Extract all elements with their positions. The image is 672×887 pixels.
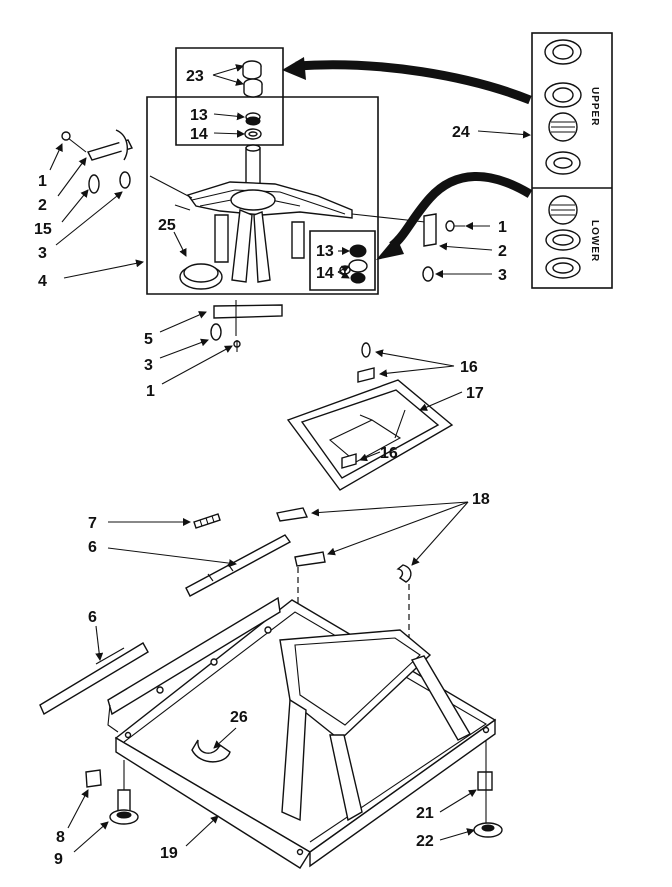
- kit-upper-parts: [544, 39, 582, 175]
- callout-19: 19: [160, 845, 178, 862]
- callout-24: 24: [452, 124, 470, 141]
- clips-18: [276, 507, 412, 640]
- callout-18: 18: [472, 491, 490, 508]
- callout-16-top: 16: [460, 359, 478, 376]
- callout-13-top: 13: [190, 107, 208, 124]
- callout-3-right: 3: [498, 267, 507, 284]
- brace-6-lower: [39, 642, 149, 716]
- callout-22: 22: [416, 833, 434, 850]
- callout-8: 8: [56, 829, 65, 846]
- callout-3-lower: 3: [144, 357, 153, 374]
- clip-right-hardware: [422, 213, 465, 282]
- callout-2-right: 2: [498, 243, 507, 260]
- base-frame-19: [107, 596, 497, 869]
- base-plate-17: [286, 342, 454, 491]
- kit-label-lower: LOWER: [589, 220, 600, 262]
- brace-6-upper: [185, 534, 292, 597]
- callout-9: 9: [54, 851, 63, 868]
- ring-14-upper: [244, 128, 262, 140]
- callout-26: 26: [230, 709, 248, 726]
- callout-1-lower: 1: [146, 383, 155, 400]
- leg-left-8-9: [85, 760, 139, 825]
- kit-arrows: [282, 57, 533, 260]
- ring-25: [179, 263, 223, 290]
- callout-7: 7: [88, 515, 97, 532]
- callout-5: 5: [144, 331, 153, 348]
- callout-2-left: 2: [38, 197, 47, 214]
- seal-13-right: [349, 244, 367, 258]
- ring-14-right: [339, 259, 368, 284]
- bearing-23-upper: [242, 60, 262, 80]
- clip-left-hardware: [61, 129, 133, 194]
- callout-6-upper: 6: [88, 539, 97, 556]
- callout-14-top: 14: [190, 126, 208, 143]
- callout-25: 25: [158, 217, 176, 234]
- callout-13-right: 13: [316, 243, 334, 260]
- callout-6-lower: 6: [88, 609, 97, 626]
- callout-21: 21: [416, 805, 434, 822]
- leader-lines: [49, 64, 531, 853]
- callout-16-lower: 16: [380, 445, 398, 462]
- leg-right-21-22: [473, 740, 503, 838]
- callout-4: 4: [38, 273, 47, 290]
- kit-box-24: UPPER LOWER: [531, 32, 613, 289]
- callout-1-right: 1: [498, 219, 507, 236]
- seal-13-upper: [245, 112, 261, 126]
- top-assembly: [61, 47, 465, 352]
- spring-7: [193, 513, 221, 529]
- hub-assembly: [149, 175, 426, 283]
- callout-17: 17: [466, 385, 484, 402]
- callout-15: 15: [34, 221, 52, 238]
- callout-3-left: 3: [38, 245, 47, 262]
- callout-1-left: 1: [38, 173, 47, 190]
- kit-label-upper: UPPER: [589, 87, 600, 126]
- bearing-23-lower: [243, 78, 263, 98]
- callout-23: 23: [186, 68, 204, 85]
- callout-14-right: 14: [316, 265, 334, 282]
- callout-labels: 23 13 14 1 2 15 3 25 4 13 14 1 2 3 24 5 …: [34, 68, 507, 868]
- kit-lower-parts: [545, 195, 581, 279]
- bracket-5: [210, 300, 283, 352]
